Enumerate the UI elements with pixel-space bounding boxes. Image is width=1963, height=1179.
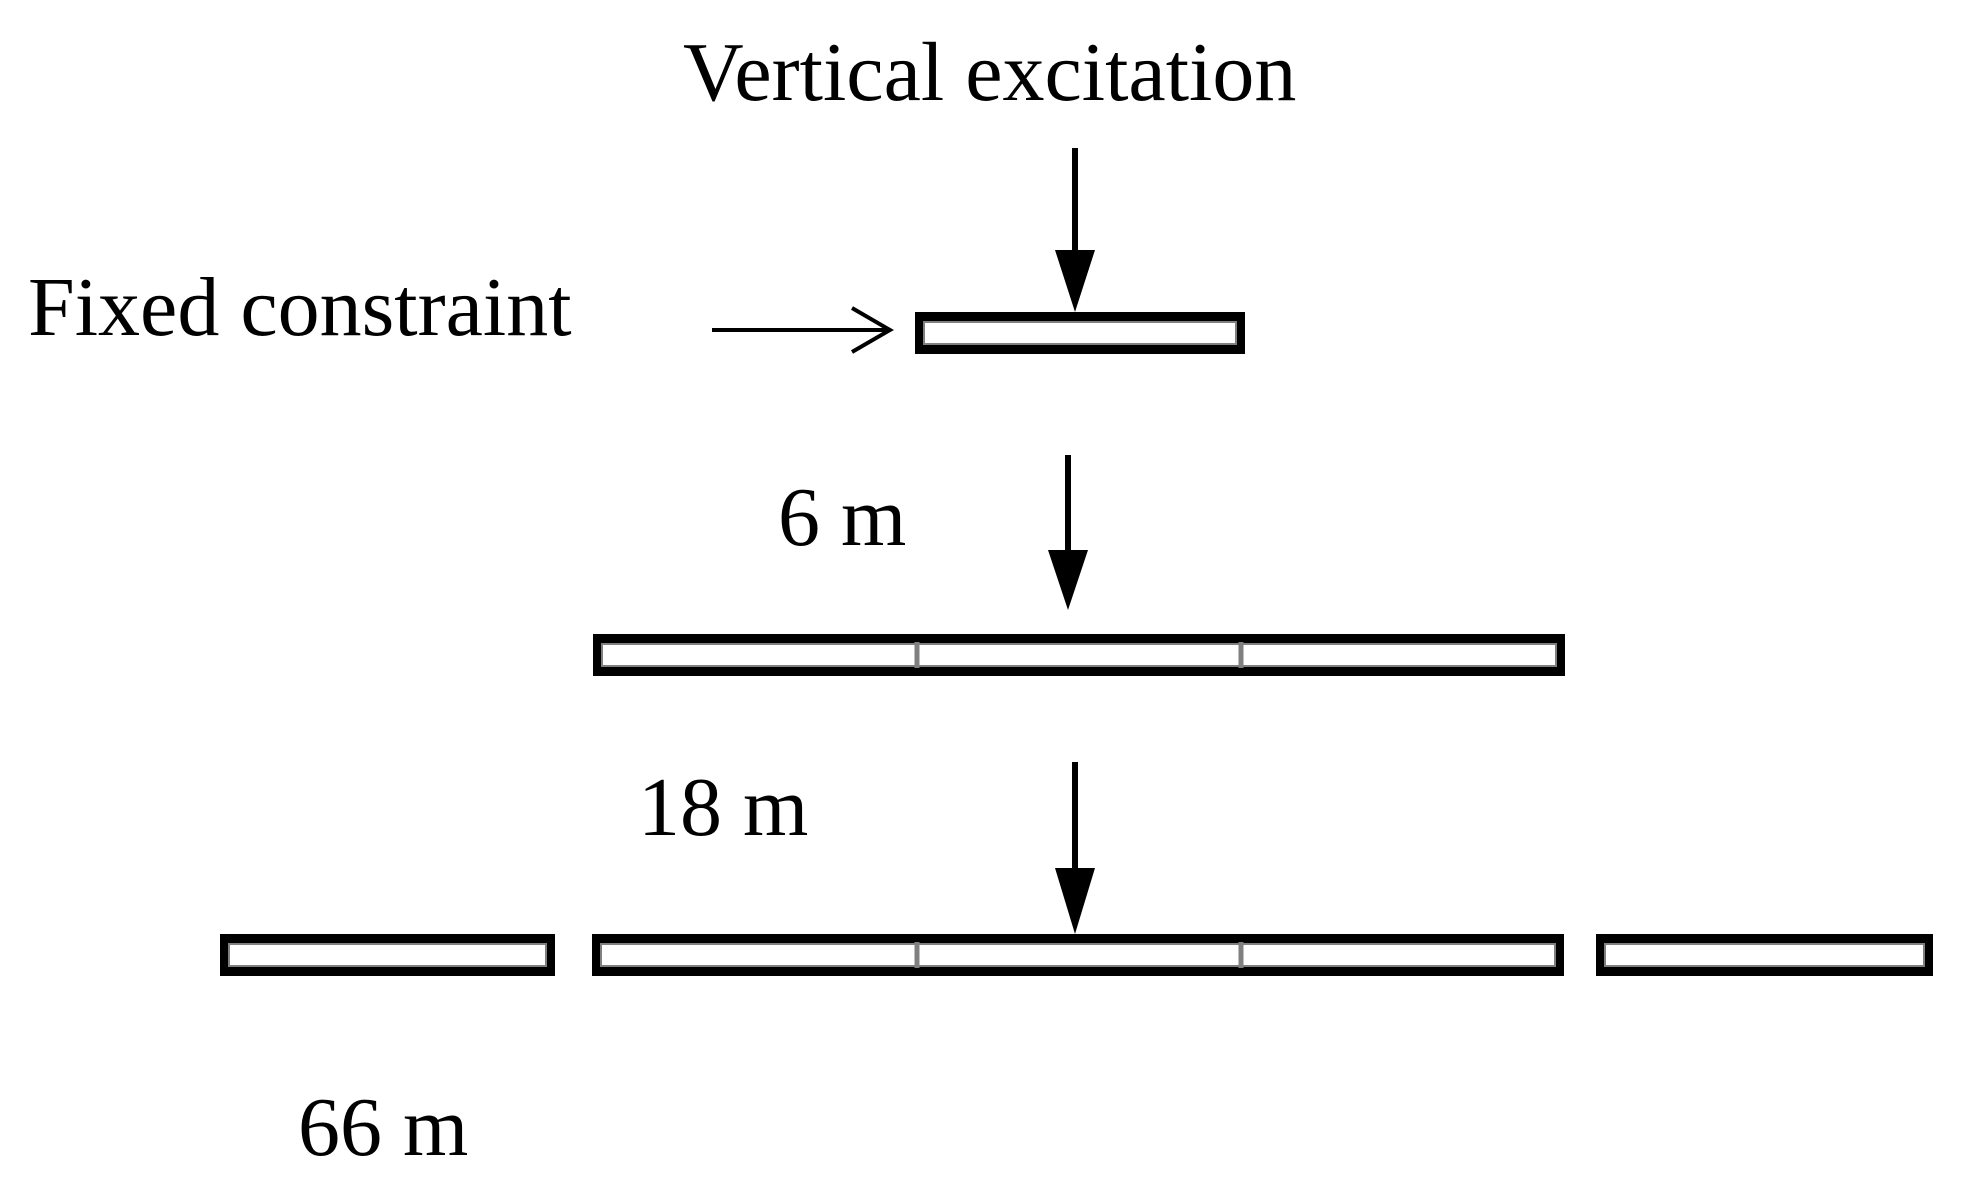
excitation-arrow-bottom [1055,762,1095,934]
plate-66m [220,934,1933,976]
label-66m: 66 m [298,1081,468,1174]
plate-18m [593,634,1565,676]
constraint-label: Fixed constraint [28,261,572,354]
excitation-label: Vertical excitation [683,26,1296,119]
plate-66m-middle [592,934,1564,976]
constraint-arrow [712,306,894,354]
label-6m: 6 m [778,471,906,564]
excitation-arrow-middle [1048,455,1088,610]
excitation-arrow-top [1055,148,1095,312]
plate-66m-right [1596,934,1933,976]
plate-66m-left [220,934,555,976]
plate-6m [915,312,1245,354]
label-18m: 18 m [638,761,808,854]
